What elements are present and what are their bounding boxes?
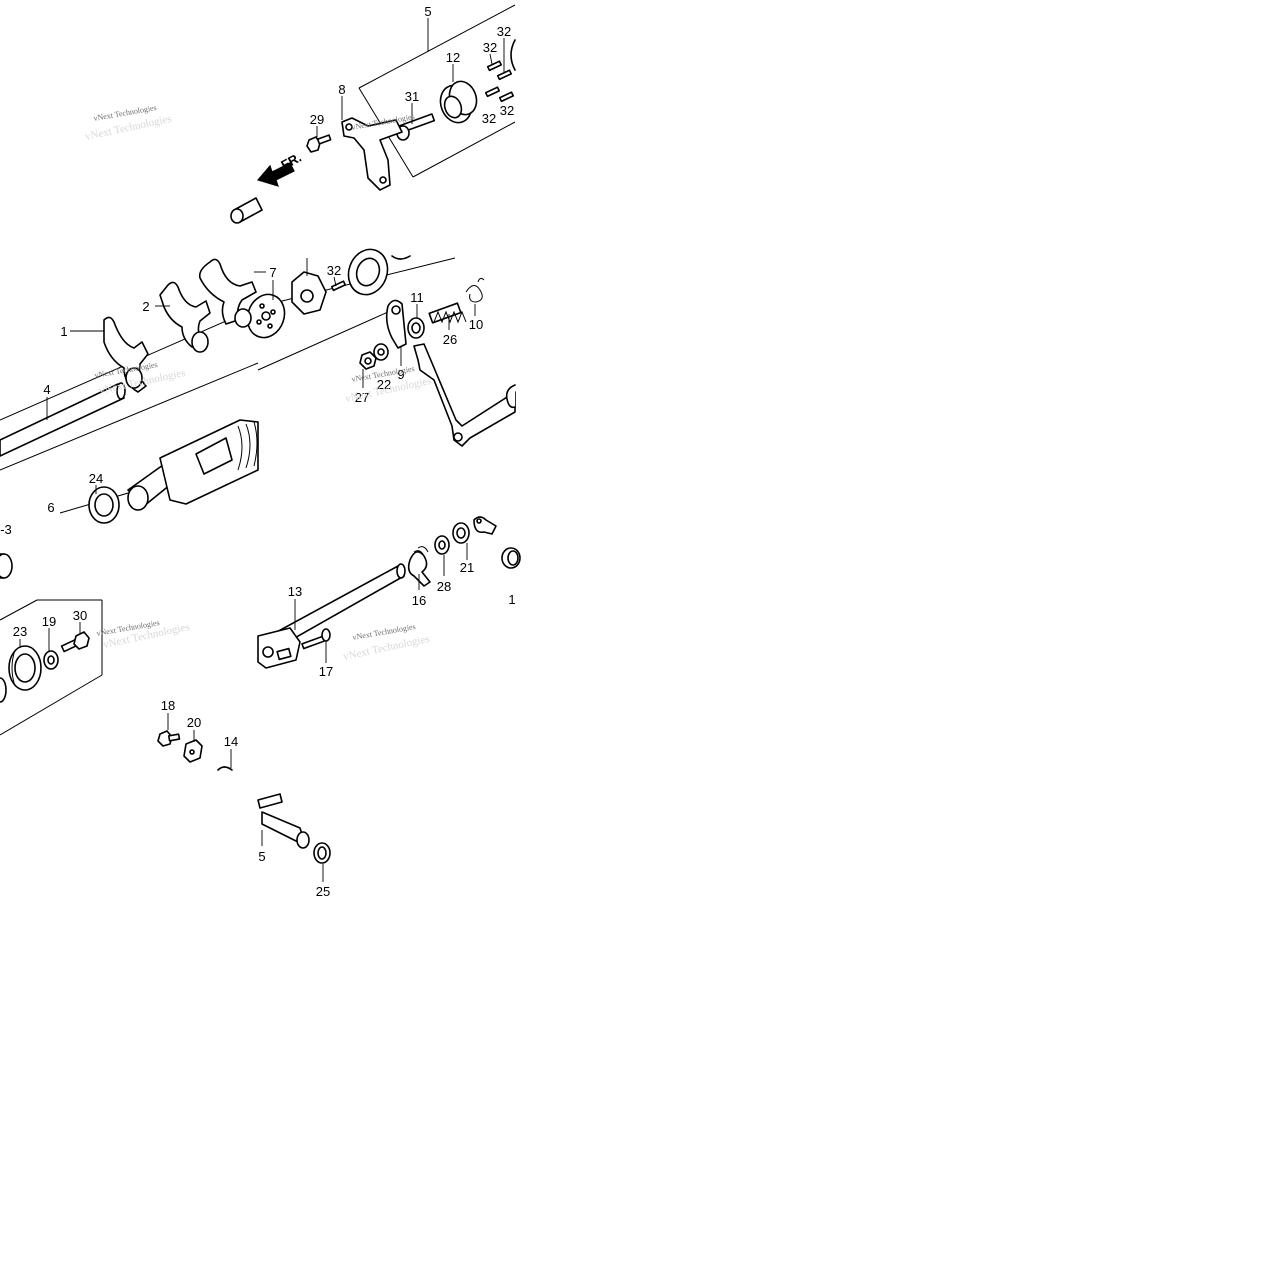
callout-14: 14 xyxy=(224,734,238,749)
callout-32-c: 32 xyxy=(482,111,496,126)
part-clip xyxy=(473,516,497,535)
callout-12: 12 xyxy=(446,50,460,65)
callout-1: 1 xyxy=(60,324,67,339)
callout-labels: 5 12 32 32 32 32 31 8 29 7 32 1 2 11 10 … xyxy=(0,4,515,899)
part-21-washer xyxy=(452,522,470,544)
part-14-fragment xyxy=(217,766,233,771)
part-1-shift-fork xyxy=(103,316,149,393)
callout-32-d: 32 xyxy=(500,103,514,118)
callout-9: 9 xyxy=(397,367,404,382)
part-8-stopper-plate xyxy=(341,117,403,191)
part-pipe xyxy=(230,197,263,224)
callout-25: 25 xyxy=(316,884,330,899)
callout-21: 21 xyxy=(460,560,474,575)
callout-18: 18 xyxy=(161,698,175,713)
callout-3: -3 xyxy=(0,522,12,537)
callout-4: 4 xyxy=(43,382,50,397)
callout-29: 29 xyxy=(310,112,324,127)
part-11-roller xyxy=(407,317,425,339)
part-drum-plate xyxy=(246,293,286,339)
callout-5-top: 5 xyxy=(424,4,431,19)
front-direction-arrow: FR. xyxy=(256,150,304,187)
part-23-bearing xyxy=(0,645,42,703)
callout-1-right: 1 xyxy=(508,592,515,607)
callout-2: 2 xyxy=(142,299,149,314)
callout-8: 8 xyxy=(338,82,345,97)
part-9-arm xyxy=(385,299,407,349)
callout-27: 27 xyxy=(355,390,369,405)
callout-22: 22 xyxy=(377,377,391,392)
part-32-pin xyxy=(330,280,346,292)
callout-11: 11 xyxy=(410,290,424,305)
part-oil-seal-right xyxy=(501,547,521,569)
part-3-fragment xyxy=(0,553,13,579)
part-13-gearshift-spindle xyxy=(257,563,406,669)
part-32-pins xyxy=(484,39,516,103)
callout-28: 28 xyxy=(437,579,451,594)
part-drum-center xyxy=(291,248,411,315)
callout-10: 10 xyxy=(469,317,483,332)
callout-31: 31 xyxy=(405,89,419,104)
part-7-shift-fork xyxy=(198,258,257,328)
callout-17: 17 xyxy=(319,664,333,679)
callout-13: 13 xyxy=(288,584,302,599)
part-24-bearing xyxy=(88,486,120,524)
callout-19: 19 xyxy=(42,614,56,629)
part-16-spring xyxy=(407,546,431,587)
section-frame xyxy=(0,4,516,736)
part-30-bolt xyxy=(60,631,90,653)
part-10-spring xyxy=(465,277,485,303)
part-25-seal xyxy=(313,842,331,864)
part-29-bolt xyxy=(306,134,332,153)
part-4-fork-shaft xyxy=(0,382,126,457)
callout-23: 23 xyxy=(13,624,27,639)
callout-26: 26 xyxy=(443,332,457,347)
callout-32-e: 32 xyxy=(327,263,341,278)
part-20-plate xyxy=(183,739,203,763)
part-pedal-link xyxy=(413,343,516,447)
part-5-shaft xyxy=(257,793,310,849)
part-22-washer xyxy=(373,343,389,361)
callout-5-bottom: 5 xyxy=(258,849,265,864)
callout-6: 6 xyxy=(47,500,54,515)
part-28-washer xyxy=(434,535,450,555)
callout-16: 16 xyxy=(412,593,426,608)
callout-20: 20 xyxy=(187,715,201,730)
part-19-washer xyxy=(43,650,59,670)
callout-leaders xyxy=(19,18,505,882)
part-12-bushing xyxy=(439,80,478,124)
callout-32-b: 32 xyxy=(497,24,511,39)
part-2-shift-fork xyxy=(159,281,211,353)
callout-7: 7 xyxy=(269,265,276,280)
part-6-shift-drum xyxy=(127,419,259,511)
part-18-bolt xyxy=(157,730,181,747)
part-26-spring xyxy=(428,302,467,324)
callout-30: 30 xyxy=(73,608,87,623)
part-27-nut xyxy=(359,351,377,370)
callout-24: 24 xyxy=(89,471,103,486)
callout-32-a: 32 xyxy=(483,40,497,55)
